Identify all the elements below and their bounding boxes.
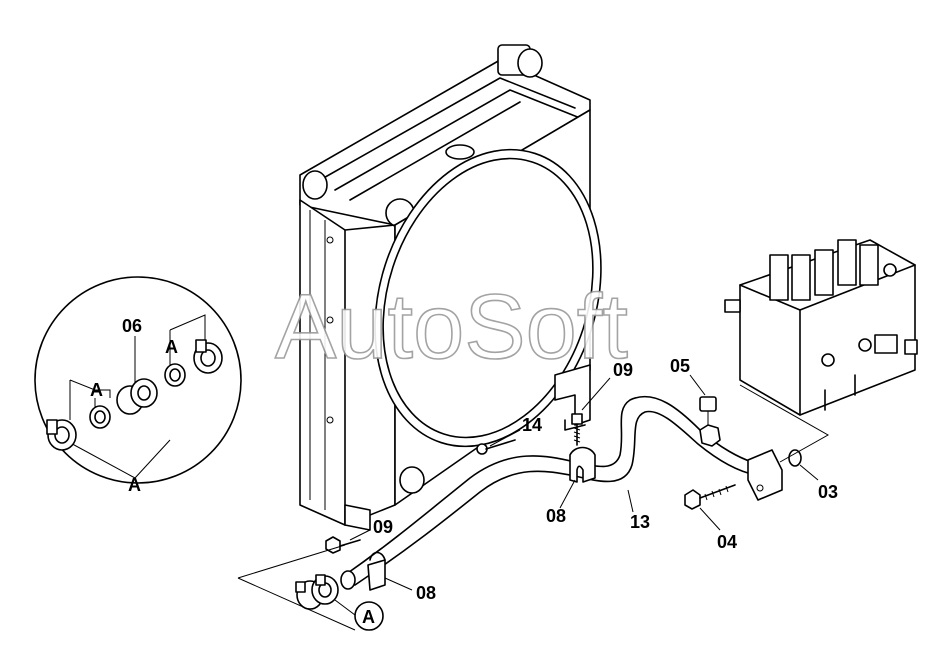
frame-lines xyxy=(237,544,356,631)
callout-03: 03 xyxy=(818,482,838,502)
callout-09-low: 09 xyxy=(373,517,393,537)
valve-leader xyxy=(739,384,830,463)
cap-05 xyxy=(699,396,721,447)
leader-05 xyxy=(689,374,706,396)
bolt-09-top xyxy=(571,413,583,446)
callout-05: 05 xyxy=(670,356,690,376)
control-valve xyxy=(724,239,918,416)
ref-circle-a xyxy=(354,601,384,631)
leader-09-top xyxy=(581,377,611,411)
callout-04: 04 xyxy=(717,532,737,552)
detail-label-06: 06 xyxy=(122,316,142,336)
bolt-04 xyxy=(684,484,736,510)
radiator-assembly xyxy=(299,44,602,531)
detail-label-a-right: A xyxy=(165,337,178,357)
leader-14 xyxy=(489,429,521,447)
callout-14: 14 xyxy=(522,415,542,435)
detail-view-a xyxy=(34,276,242,484)
callout-ref-a: A xyxy=(362,607,375,627)
leader-08-low xyxy=(384,577,413,591)
leader-04 xyxy=(699,507,721,531)
watermark-text: AutoSoft xyxy=(275,276,628,378)
leader-a xyxy=(334,599,356,616)
leader-09-low xyxy=(349,529,371,541)
callout-09-top: 09 xyxy=(613,360,633,380)
callout-13: 13 xyxy=(630,512,650,532)
oil-pipe-13 xyxy=(340,395,802,591)
bolt-09-low xyxy=(325,536,361,554)
detail-label-a-bottom: A xyxy=(128,475,141,495)
bolt-14 xyxy=(476,439,516,455)
callout-08-low: 08 xyxy=(416,583,436,603)
leader-08-mid xyxy=(559,479,576,509)
clamp-a xyxy=(295,574,339,610)
callout-08-mid: 08 xyxy=(546,506,566,526)
detail-label-a-left: A xyxy=(90,380,103,400)
leader-13 xyxy=(627,489,634,513)
leader-03 xyxy=(799,464,819,481)
